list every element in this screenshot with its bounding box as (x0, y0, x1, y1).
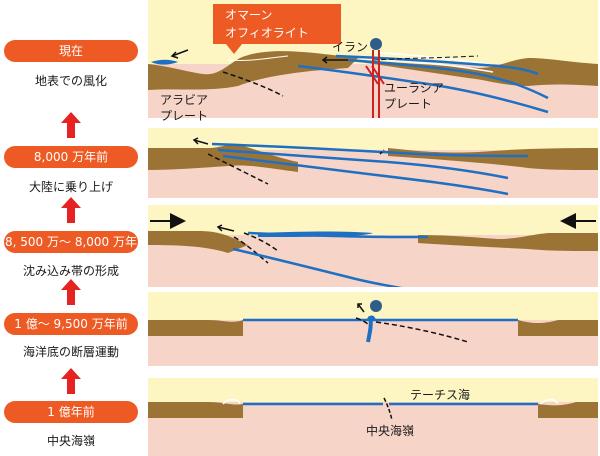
arabia-label-line1: アラビア (160, 93, 209, 107)
panel-present (148, 0, 598, 118)
up-arrow-icon (61, 368, 81, 394)
ophiolite-label-line2: オフィオライト (225, 26, 309, 40)
ophiolite-callout: オマーン オフィオライト (213, 4, 341, 44)
stage-label-present: 現在 (4, 40, 138, 62)
stage-desc-85-80ma: 沈み込み帯の形成 (22, 264, 119, 278)
up-arrow-icon (61, 112, 81, 138)
stage-label-100ma: 1 億年前 (4, 401, 138, 423)
callout-tail (226, 44, 242, 54)
stage-label-100-95ma: 1 億～ 9,500 万年前 (4, 313, 138, 335)
tethys-sea-label: テーチス海 (410, 388, 471, 402)
stage-desc-80ma: 大陸に乗り上げ (28, 180, 113, 194)
stage-label-80ma: 8,000 万年前 (4, 146, 138, 168)
up-arrow-icon (61, 197, 81, 223)
panel-100-95ma (148, 292, 598, 366)
ophiolite-label-line1: オマーン (225, 8, 273, 22)
panel-100ma (148, 378, 598, 456)
arabia-label-line2: プレート (160, 109, 209, 123)
arabia-plate-label: アラビア プレート (160, 92, 208, 124)
stage-label-85-80ma: 8, 500 万～ 8,000 万年前 (4, 231, 138, 271)
stage-desc-present: 地表での風化 (34, 74, 107, 88)
eurasia-label-line2: プレート (384, 97, 433, 111)
panel-80ma (148, 128, 598, 198)
mid-ocean-ridge-label: 中央海嶺 (366, 424, 415, 438)
panel-85-80ma (148, 205, 598, 287)
up-arrow-icon (61, 279, 81, 305)
eurasia-label-line1: ユーラシア (384, 81, 444, 95)
stage-desc-100ma: 中央海嶺 (46, 434, 95, 448)
stage-desc-100-95ma: 海洋底の断層運動 (22, 345, 119, 359)
eurasia-plate-label: ユーラシア プレート (384, 80, 444, 112)
iran-label: イラン (332, 40, 369, 54)
